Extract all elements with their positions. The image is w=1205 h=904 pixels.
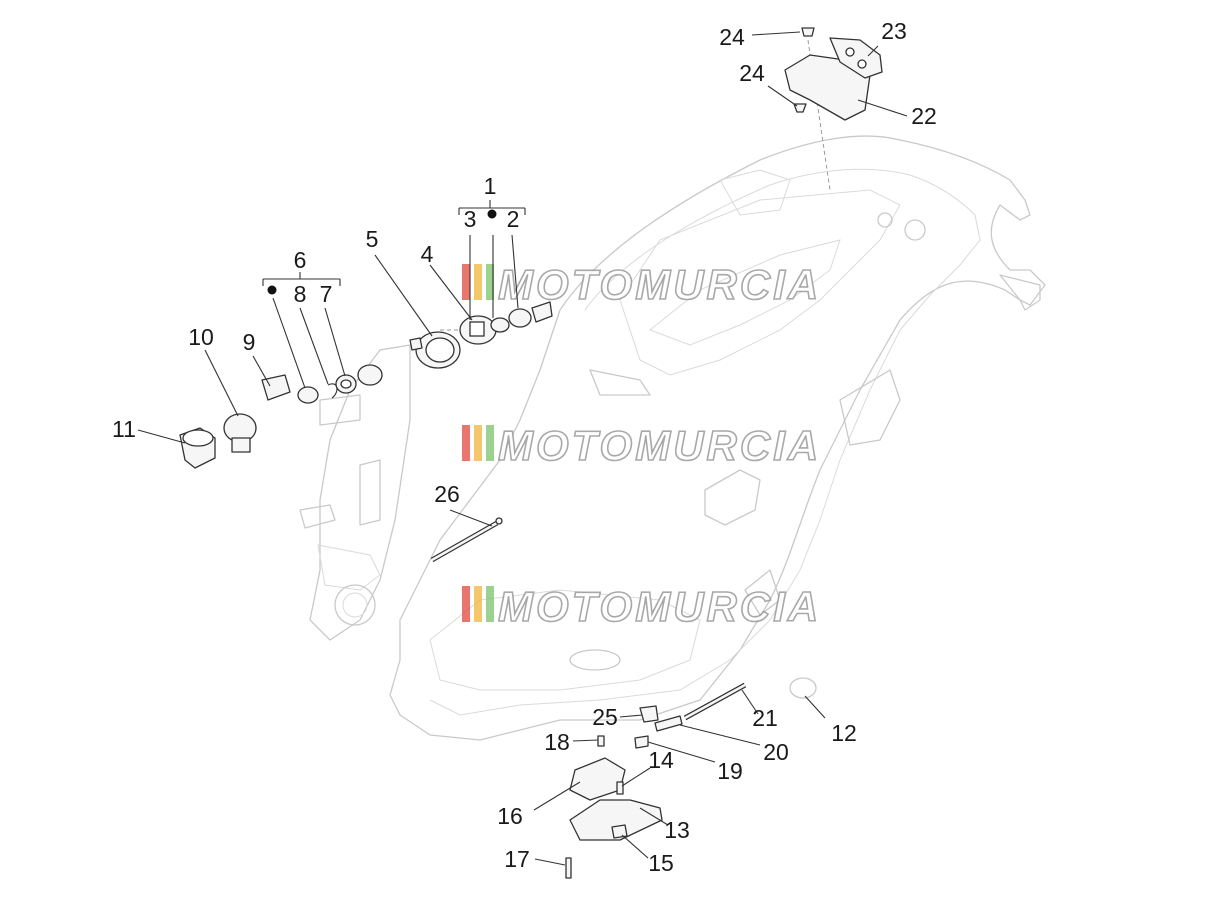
clip-25 bbox=[639, 705, 659, 723]
frame-clamp bbox=[317, 544, 381, 591]
kit-bullet bbox=[487, 209, 497, 219]
callout-19: 19 bbox=[717, 758, 743, 784]
callout-labels: 1 2 3 4 5 6 7 8 9 10 11 12 13 14 15 16 1… bbox=[112, 18, 937, 876]
callout-11: 11 bbox=[112, 416, 136, 442]
spring-20 bbox=[654, 715, 683, 732]
watermark-middle: MOTOMURCIA bbox=[462, 421, 821, 470]
frame-well-floor bbox=[649, 239, 841, 346]
nut-8 bbox=[297, 386, 319, 404]
watermark-text: MOTOMURCIA bbox=[498, 583, 821, 630]
callout-22: 22 bbox=[911, 103, 937, 129]
cylinder-2 bbox=[508, 308, 532, 328]
callout-14: 14 bbox=[648, 747, 674, 773]
callout-1: 1 bbox=[484, 173, 497, 199]
callout-12: 12 bbox=[831, 720, 857, 746]
frame-plate bbox=[319, 394, 361, 426]
callout-2: 2 bbox=[507, 206, 520, 232]
frame-steering-hole bbox=[334, 584, 376, 626]
ring-12 bbox=[789, 677, 817, 699]
frame-storage-well bbox=[619, 189, 901, 376]
callout-9: 9 bbox=[243, 329, 256, 355]
callout-5: 5 bbox=[366, 226, 379, 252]
spring-3 bbox=[490, 317, 510, 333]
frame-inner-line bbox=[429, 168, 981, 716]
watermark-text: MOTOMURCIA bbox=[498, 422, 821, 469]
key-2 bbox=[531, 301, 553, 323]
frame-floor bbox=[429, 589, 701, 691]
part-latch-assembly bbox=[565, 677, 817, 879]
callout-24-lower: 24 bbox=[739, 60, 765, 86]
callout-13: 13 bbox=[664, 817, 690, 843]
callout-8: 8 bbox=[294, 281, 307, 307]
watermark-text: MOTOMURCIA bbox=[498, 261, 821, 308]
bracket-13 bbox=[569, 799, 663, 841]
callout-18: 18 bbox=[544, 729, 570, 755]
scooter-frame bbox=[299, 39, 1046, 741]
frame-rear-opening bbox=[839, 369, 901, 446]
callout-26: 26 bbox=[434, 481, 460, 507]
screw-24a bbox=[801, 27, 815, 37]
clip-15 bbox=[611, 824, 628, 839]
cable-21 bbox=[684, 683, 746, 720]
callout-24-top: 24 bbox=[719, 24, 745, 50]
part-gas-strut-26 bbox=[430, 517, 503, 563]
callout-10: 10 bbox=[188, 324, 214, 350]
part-hinge-bracket bbox=[784, 27, 883, 121]
callout-20: 20 bbox=[763, 739, 789, 765]
frame-bracket bbox=[299, 504, 336, 529]
callout-25: 25 bbox=[592, 704, 618, 730]
callout-21: 21 bbox=[752, 705, 778, 731]
part-lock-assembly bbox=[409, 301, 553, 369]
screw-14 bbox=[616, 781, 624, 795]
callout-7: 7 bbox=[320, 281, 333, 307]
callout-15: 15 bbox=[648, 850, 674, 876]
watermark-bottom: MOTOMURCIA bbox=[462, 582, 821, 631]
leader-lines bbox=[137, 31, 908, 866]
callout-4: 4 bbox=[421, 241, 434, 267]
callout-16: 16 bbox=[497, 803, 523, 829]
callout-17: 17 bbox=[504, 846, 530, 872]
callout-6: 6 bbox=[294, 247, 307, 273]
screw-17 bbox=[565, 857, 572, 879]
cable-end-19 bbox=[634, 735, 649, 749]
callout-3: 3 bbox=[464, 206, 477, 232]
callout-23: 23 bbox=[881, 18, 907, 44]
pin-18 bbox=[597, 735, 605, 747]
frame-side-opening bbox=[704, 469, 761, 526]
part-switch-assembly bbox=[179, 364, 383, 469]
kit-bullet bbox=[267, 285, 277, 295]
frame-headstock bbox=[309, 344, 411, 641]
clip-9 bbox=[261, 374, 291, 401]
frame-floor-opening bbox=[569, 649, 621, 671]
frame-outline bbox=[389, 135, 1046, 741]
watermark-top: MOTOMURCIA bbox=[462, 260, 821, 309]
